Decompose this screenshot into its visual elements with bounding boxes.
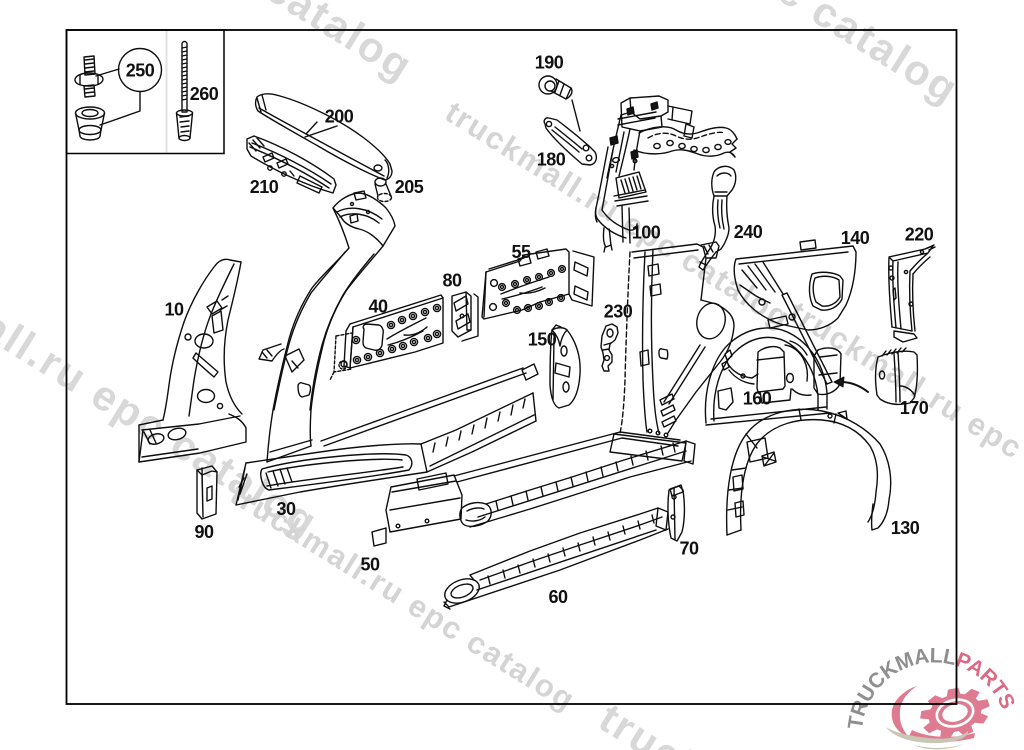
svg-text:60: 60 [548,587,568,607]
svg-text:150: 150 [528,330,557,350]
svg-text:70: 70 [679,539,699,559]
svg-text:200: 200 [325,107,354,127]
svg-text:190: 190 [535,53,564,73]
svg-text:90: 90 [194,522,214,542]
svg-text:240: 240 [734,222,763,242]
svg-text:160: 160 [743,389,772,409]
svg-text:180: 180 [537,150,566,170]
svg-text:55: 55 [511,242,531,262]
svg-text:220: 220 [905,225,934,245]
svg-text:50: 50 [360,555,380,575]
svg-text:205: 205 [395,177,424,197]
svg-text:140: 140 [841,228,870,248]
svg-text:100: 100 [632,223,661,243]
svg-text:10: 10 [164,300,184,320]
svg-text:210: 210 [250,177,279,197]
svg-text:80: 80 [442,271,462,291]
svg-text:250: 250 [126,61,155,81]
svg-text:230: 230 [604,302,633,322]
svg-text:40: 40 [368,297,388,317]
svg-text:260: 260 [190,84,219,104]
svg-text:130: 130 [891,518,920,538]
svg-text:170: 170 [900,398,929,418]
svg-text:30: 30 [276,499,296,519]
